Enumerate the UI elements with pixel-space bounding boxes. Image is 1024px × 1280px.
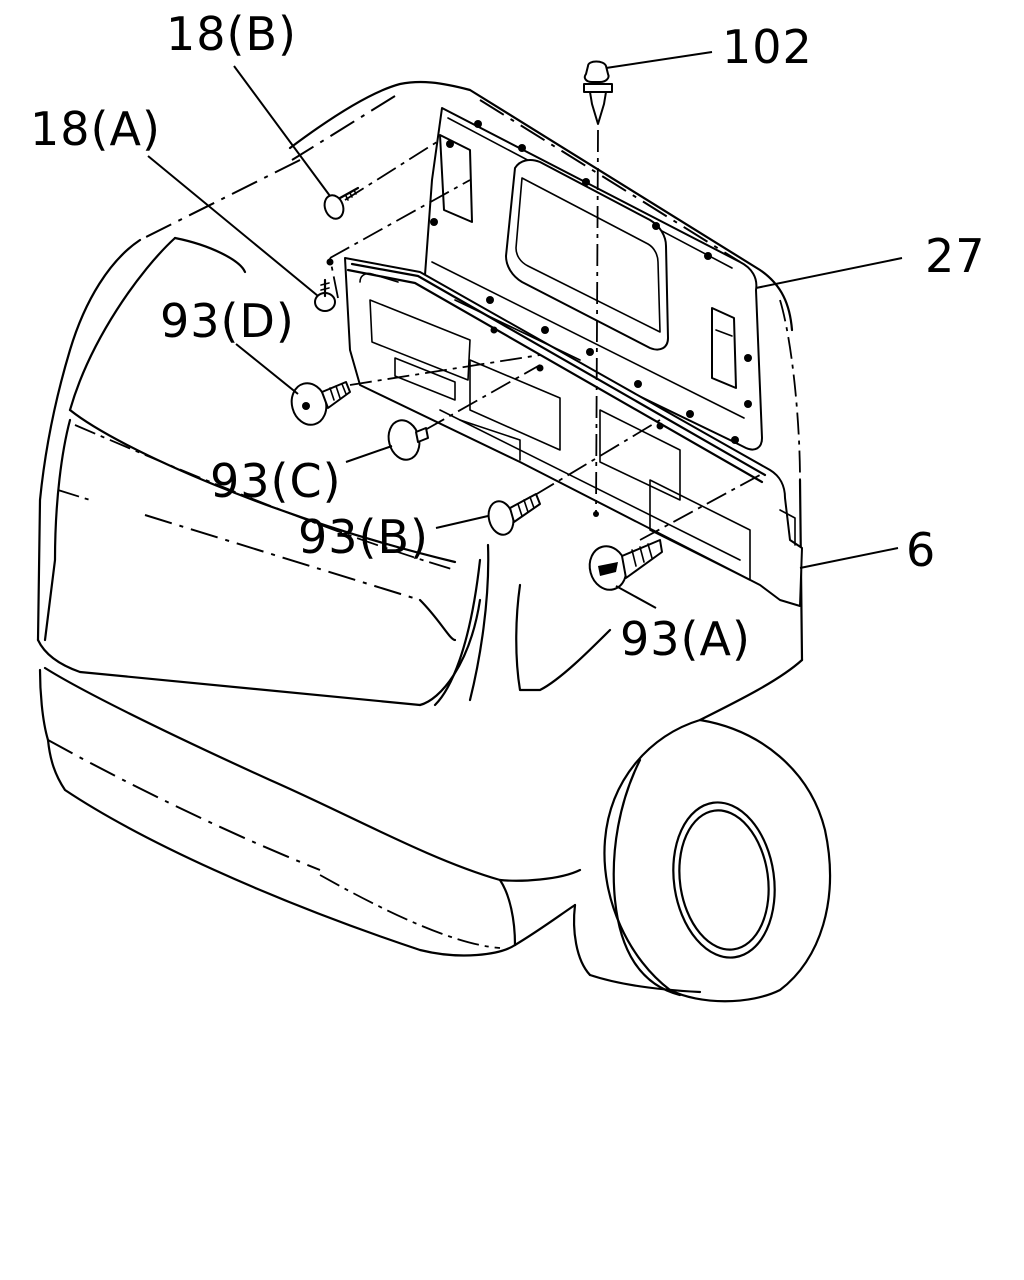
clip-93c [387, 419, 429, 461]
clip-102 [583, 60, 613, 125]
fastener-18b [323, 186, 360, 220]
callout-102: 102 [722, 20, 813, 74]
callout-27: 27 [925, 229, 986, 283]
callout-18a: 18(A) [30, 102, 161, 156]
callout-93c: 93(C) [210, 454, 342, 508]
screw-93b [487, 493, 541, 536]
callout-93b: 93(B) [298, 510, 429, 564]
callout-18b: 18(B) [166, 7, 297, 61]
fastener-18a [314, 278, 336, 312]
callout-93d: 93(D) [160, 294, 295, 348]
assembly-lines [329, 129, 761, 541]
lower-trim-panel [326, 257, 803, 607]
rear-wheel [603, 718, 832, 1003]
screw-93d [290, 381, 351, 426]
callout-93a: 93(A) [620, 612, 751, 666]
callout-labels: 18(B) 18(A) 102 27 93(D) 93(C) 93(B) 6 9… [30, 7, 986, 666]
callout-6: 6 [906, 523, 936, 577]
leader-lines [147, 51, 903, 609]
upper-trim-panel [424, 107, 763, 451]
screw-93a [588, 511, 663, 591]
vehicle-body [36, 80, 804, 994]
